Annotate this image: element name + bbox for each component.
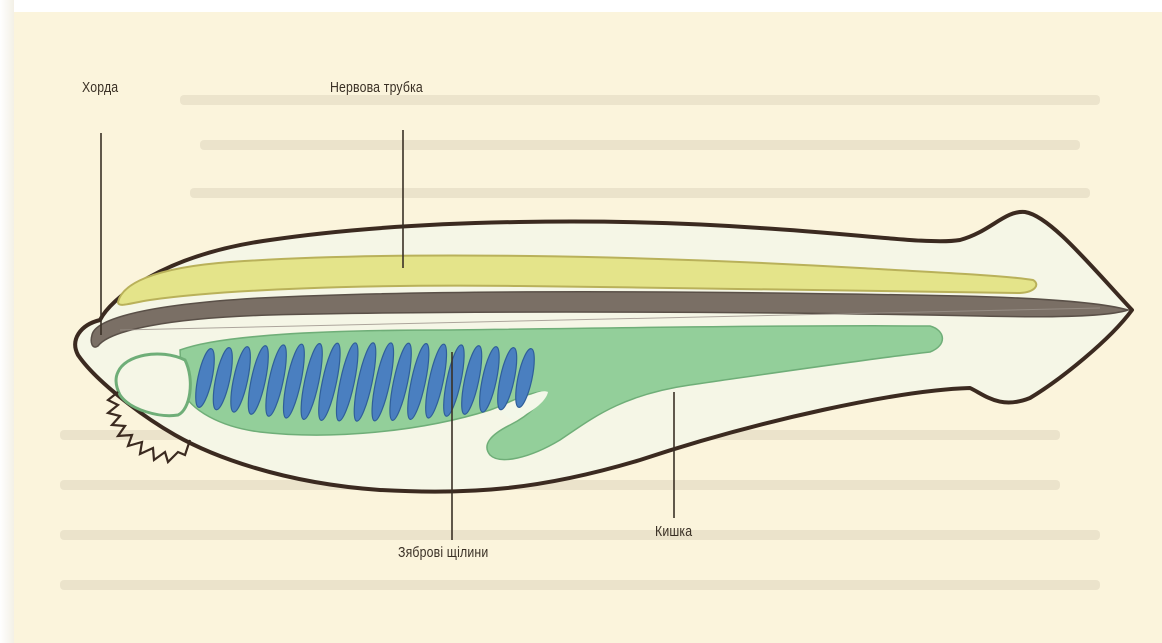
chorda-label: Хорда — [82, 79, 118, 96]
neural-tube-label: Нервова трубка — [330, 79, 423, 96]
gill-slits-label: Зяброві щілини — [398, 544, 488, 561]
gut-label: Кишка — [655, 523, 692, 540]
oral-hood — [116, 354, 190, 416]
